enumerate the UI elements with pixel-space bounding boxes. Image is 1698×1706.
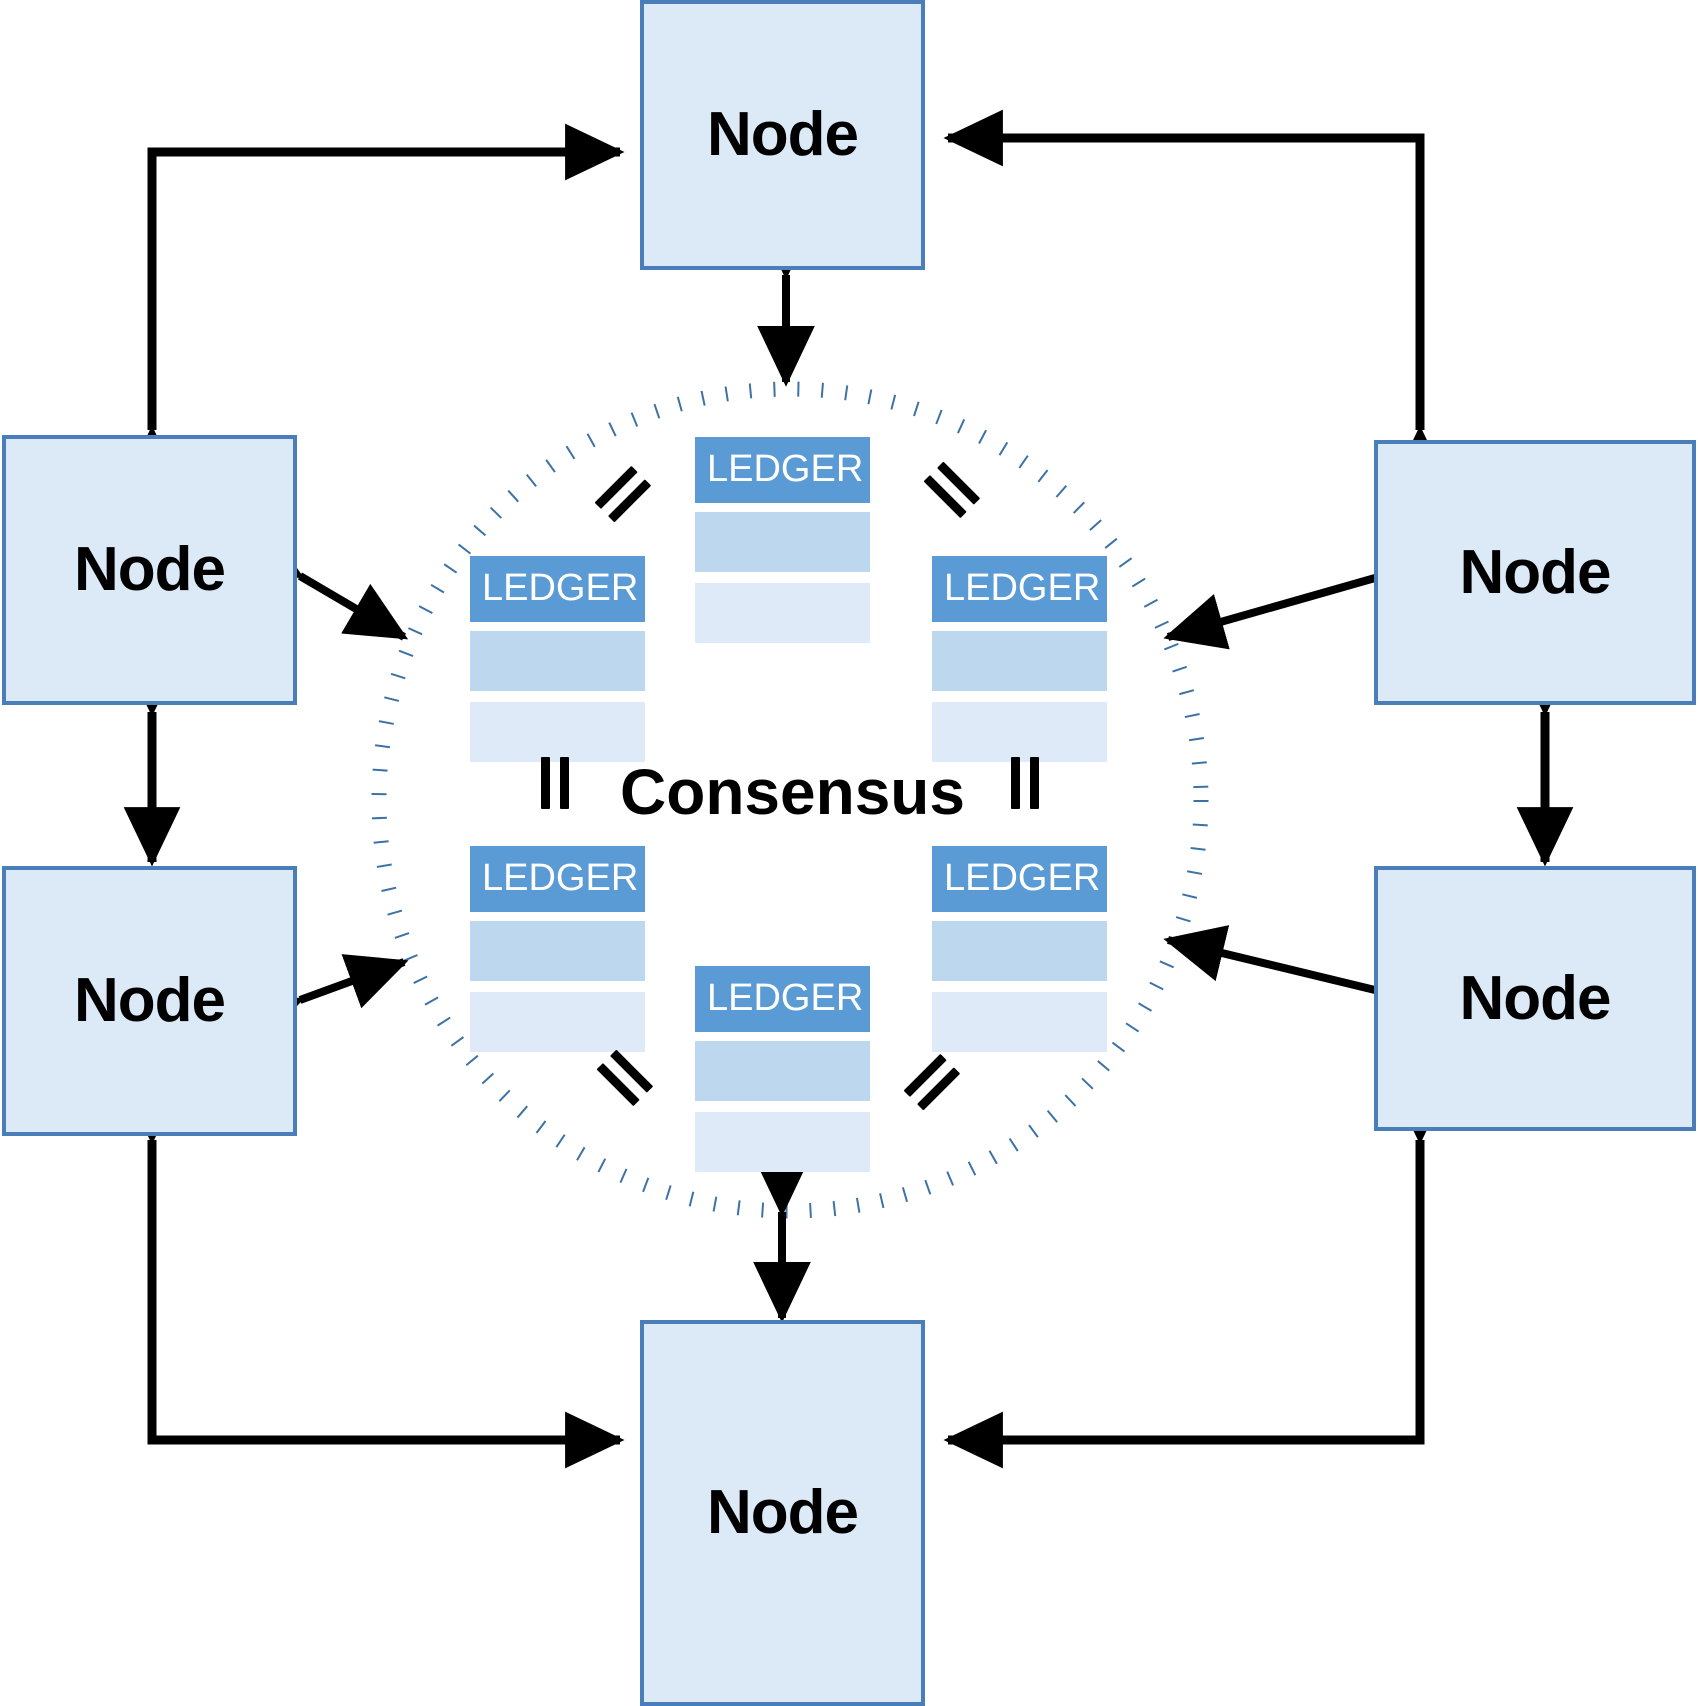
ledger-top[interactable]: LEDGER — [695, 437, 870, 643]
eq-mid-left-icon — [533, 757, 577, 815]
ledger-row-2 — [470, 702, 645, 762]
ledger-row-1 — [470, 631, 645, 691]
consensus-label: Consensus — [620, 756, 965, 828]
connector-left-upper-to-circle — [237, 522, 409, 641]
node-bottom[interactable]: Node — [640, 1320, 925, 1706]
ledger-row-1 — [470, 921, 645, 981]
node-label: Node — [707, 1478, 859, 1547]
node-label: Node — [74, 535, 226, 604]
node-right-lower[interactable]: Node — [1374, 866, 1696, 1131]
ledger-row-1 — [695, 1041, 870, 1101]
ledger-row-1 — [932, 631, 1107, 691]
consensus-circle — [371, 381, 1209, 1219]
node-left-lower[interactable]: Node — [2, 866, 297, 1136]
connector-left-upper-to-top — [123, 123, 625, 485]
connector-right-lower-to-bottom — [943, 1085, 1449, 1469]
ledger-header: LEDGER — [695, 966, 870, 1032]
node-label: Node — [74, 966, 226, 1035]
ledger-row-2 — [932, 702, 1107, 762]
node-label: Node — [707, 100, 859, 169]
node-label: Node — [1459, 537, 1612, 607]
ledger-header: LEDGER — [470, 846, 645, 912]
ledger-header: LEDGER — [932, 846, 1107, 912]
ledger-row-2 — [695, 1112, 870, 1172]
ledger-header: LEDGER — [932, 556, 1107, 622]
connector-left-lower-to-circle — [237, 954, 409, 1047]
ledger-row-1 — [932, 921, 1107, 981]
ledger-header: LEDGER — [470, 556, 645, 622]
ledger-lower-right[interactable]: LEDGER — [932, 846, 1107, 1052]
ledger-bottom[interactable]: LEDGER — [695, 966, 870, 1172]
ledger-upper-left[interactable]: LEDGER — [470, 556, 645, 762]
node-left-upper[interactable]: Node — [2, 435, 297, 705]
ledger-upper-right[interactable]: LEDGER — [932, 556, 1107, 762]
ledger-row-1 — [695, 512, 870, 572]
node-top[interactable]: Node — [640, 0, 925, 270]
connector-right-upper-to-circle — [1163, 534, 1437, 650]
ledger-row-2 — [695, 583, 870, 643]
ledger-header: LEDGER — [695, 437, 870, 503]
connector-right-upper-to-top — [943, 109, 1449, 485]
ledger-row-2 — [932, 992, 1107, 1052]
connector-right-lower-to-circle — [1163, 925, 1437, 1032]
node-right-upper[interactable]: Node — [1374, 440, 1696, 705]
eq-mid-right-icon — [1003, 757, 1047, 815]
ledger-lower-left[interactable]: LEDGER — [470, 846, 645, 1052]
node-label: Node — [1459, 963, 1612, 1033]
ledger-row-2 — [470, 992, 645, 1052]
connector-left-lower-to-bottom — [123, 1085, 625, 1469]
